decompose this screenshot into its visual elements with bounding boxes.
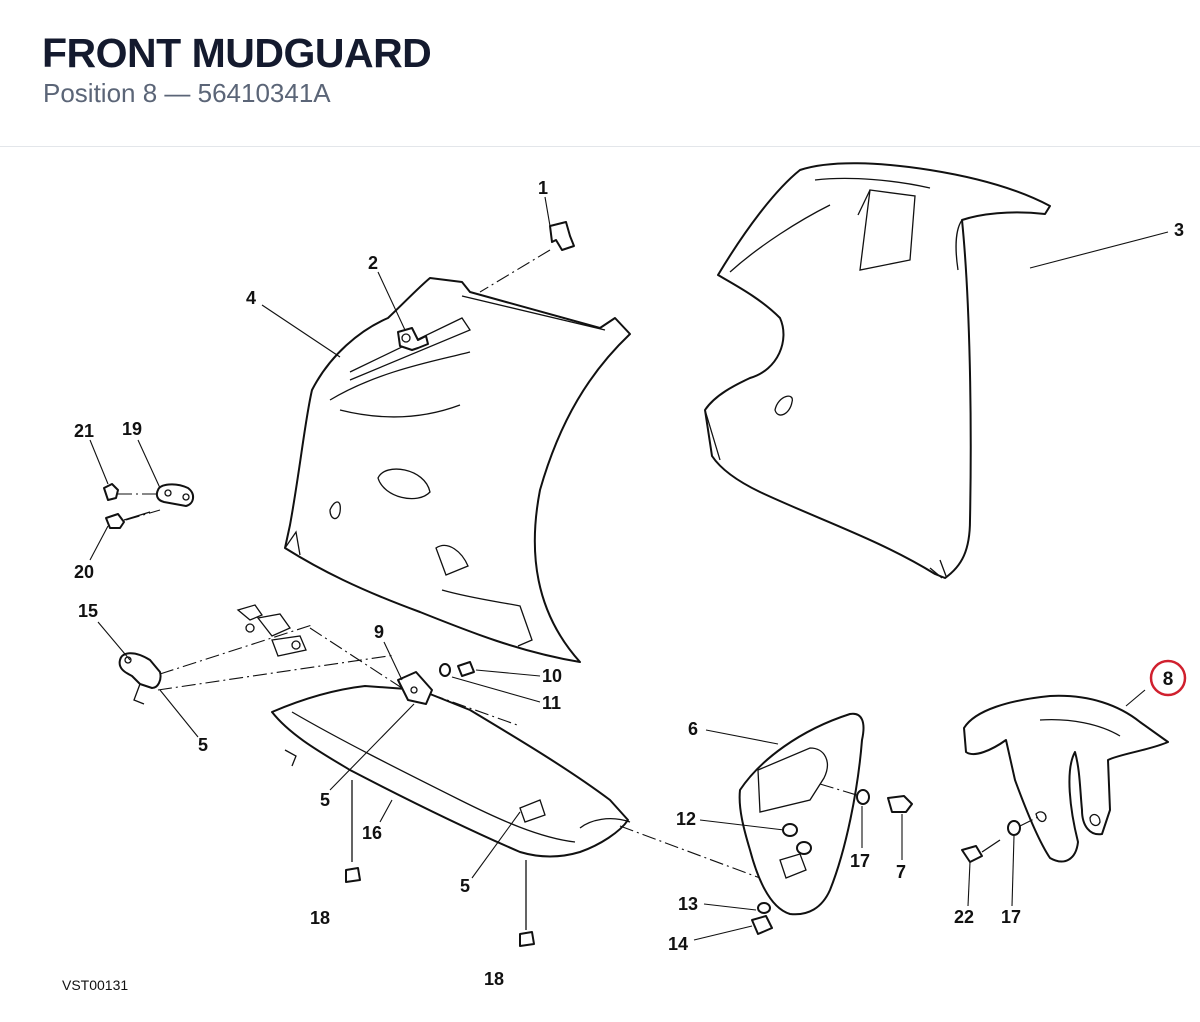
callout-18-left: 18 <box>310 908 330 928</box>
part-3-side-fairing <box>704 162 1051 579</box>
callout-13: 13 <box>678 894 698 914</box>
page-title: FRONT MUDGUARD <box>42 30 432 76</box>
part-17-washer-left <box>856 789 870 805</box>
callout-16: 16 <box>362 823 382 843</box>
part-17-washer-right <box>1007 820 1021 836</box>
part-10-screw <box>457 661 475 677</box>
callout-1: 1 <box>538 178 548 198</box>
page-subtitle: Position 8 — 56410341A <box>43 78 331 108</box>
assembly-line-1 <box>479 249 551 293</box>
assembly-line-lower <box>309 627 761 879</box>
callout-3: 3 <box>1174 220 1184 240</box>
callout-20: 20 <box>74 562 94 582</box>
leader-lines <box>89 196 1169 941</box>
callout-6: 6 <box>688 719 698 739</box>
callout-2: 2 <box>368 253 378 273</box>
reference-code: VST00131 <box>62 977 129 993</box>
callout-5-left: 5 <box>198 735 208 755</box>
part-4-inner-panel <box>284 277 631 663</box>
assembly-line-19 <box>118 493 161 521</box>
assembly-line-6 <box>819 783 861 797</box>
part-6-bracket <box>738 712 865 916</box>
callout-12: 12 <box>676 809 696 829</box>
callout-18-right: 18 <box>484 969 504 989</box>
callout-5-bottom: 5 <box>460 876 470 896</box>
part-20-screw <box>105 511 151 529</box>
callout-14: 14 <box>668 934 688 954</box>
part-18-screw-left <box>345 867 361 883</box>
part-fitting-assembly <box>236 604 307 657</box>
callout-5-middle: 5 <box>320 790 330 810</box>
page-header: FRONT MUDGUARD Position 8 — 56410341A <box>0 0 1200 147</box>
callout-19: 19 <box>122 419 142 439</box>
part-14-nut <box>751 915 773 935</box>
callout-11: 11 <box>542 693 561 713</box>
part-12-screws <box>782 823 812 855</box>
highlight-ring <box>1149 659 1187 697</box>
part-16-lower-cover <box>271 685 631 858</box>
assembly-line-8 <box>1019 815 1041 827</box>
part-15-bracket <box>118 652 162 705</box>
callout-8-highlighted: 8 <box>1163 669 1174 690</box>
part-2-plug <box>397 327 429 351</box>
part-8-front-mudguard <box>963 694 1169 863</box>
callout-17-right: 17 <box>1001 907 1021 927</box>
callout-7: 7 <box>896 862 906 882</box>
part-11-washer <box>439 663 451 677</box>
callout-17-left: 17 <box>850 851 870 871</box>
part-9-bracket <box>397 671 433 705</box>
callout-4: 4 <box>246 288 256 308</box>
part-1-clip <box>549 221 575 251</box>
part-19-bracket <box>155 483 194 507</box>
part-21-nut <box>103 483 119 501</box>
part-18-screw-right <box>519 931 535 947</box>
part-7-screw <box>887 795 913 813</box>
part-13-washer <box>757 902 771 914</box>
callout-21: 21 <box>74 421 94 441</box>
callout-9: 9 <box>374 622 384 642</box>
callout-10: 10 <box>542 666 562 686</box>
callout-22: 22 <box>954 907 974 927</box>
callout-15: 15 <box>78 601 98 621</box>
part-22-screw <box>961 839 1001 863</box>
assembly-line-15 <box>157 624 396 691</box>
